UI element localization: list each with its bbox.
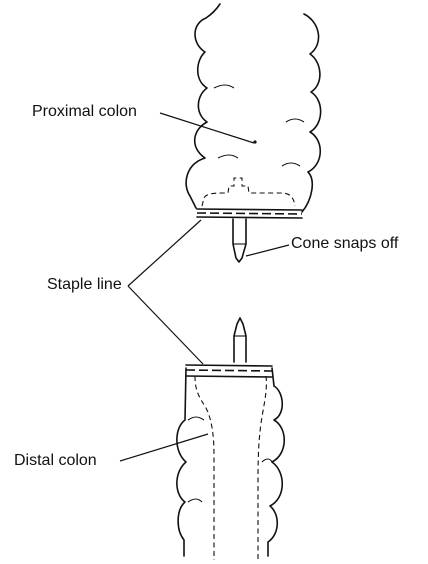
staple-line-leader-up [128, 220, 201, 286]
staple-line-label: Staple line [47, 277, 122, 293]
distal-spike [234, 318, 246, 362]
distal-colon-right-wall [268, 368, 284, 556]
distal-colon-label: Distal colon [14, 453, 97, 469]
cone-spike [233, 219, 246, 262]
proximal-colon-fold-2 [286, 119, 304, 122]
distal-colon-fold-1 [188, 417, 204, 420]
distal-colon-left-wall [177, 368, 186, 556]
distal-staple-line-top [186, 365, 272, 366]
distal-colon-fold-2 [188, 499, 202, 502]
proximal-colon-leader [160, 113, 254, 143]
distal-staple-line-dashed [186, 370, 272, 371]
distal-colon-leader [120, 434, 208, 461]
distal-colon-fold-3 [262, 459, 272, 462]
proximal-colon-right-wall [302, 14, 321, 212]
proximal-staple-line-top [197, 209, 302, 210]
proximal-colon-segment [186, 4, 321, 262]
proximal-colon-fold-4 [282, 163, 300, 166]
proximal-staple-line-bottom [197, 217, 302, 218]
cone-leader [246, 245, 289, 256]
stapler-shaft-right [258, 376, 266, 560]
cone-snaps-off-label: Cone snaps off [291, 236, 398, 252]
stapler-shaft-left [195, 376, 214, 560]
distal-staple-line-bottom [186, 376, 272, 377]
proximal-colon-left-wall [186, 4, 220, 208]
anvil-head-outline [202, 178, 295, 206]
proximal-staple-line-dashed [197, 213, 302, 214]
proximal-colon-fold-3 [218, 155, 238, 158]
proximal-colon-fold-1 [214, 85, 234, 88]
staple-line-leader-down [128, 286, 203, 364]
proximal-colon-label: Proximal colon [32, 104, 137, 120]
